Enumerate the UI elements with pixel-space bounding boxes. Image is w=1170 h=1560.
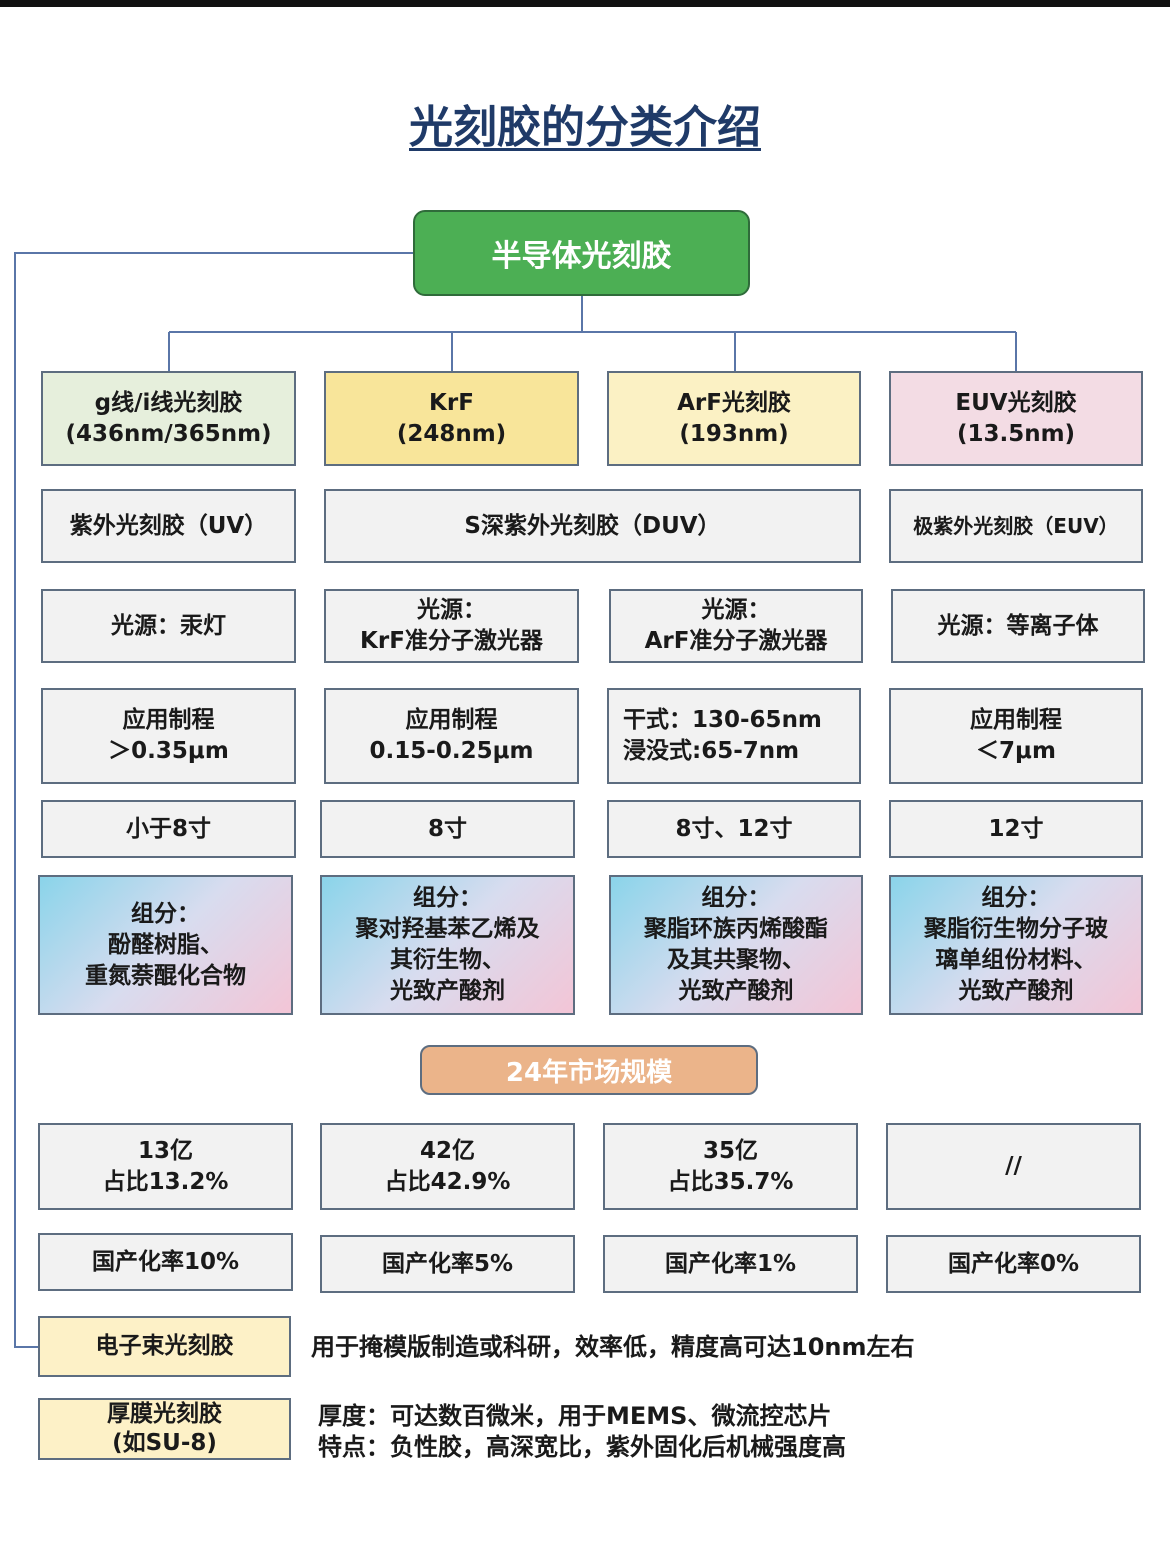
wafer-size-g-line: 小于8寸: [41, 800, 296, 858]
components-euv: 组分： 聚脂衍生物分子玻 璃单组份材料、 光致产酸剂: [889, 875, 1143, 1015]
top-bar: [0, 0, 1170, 7]
type-uv: 紫外光刻胶（UV）: [41, 489, 296, 563]
side-connector-line: [14, 252, 413, 1348]
category-wavelength: (193nm): [679, 420, 789, 447]
thick-film-description-line-2: 特点：负性胶，高深宽比，紫外固化后机械强度高: [318, 1433, 846, 1461]
type-duv: S深紫外光刻胶（DUV）: [324, 489, 861, 563]
category-name: EUV光刻胶: [955, 389, 1077, 416]
process-krf: 应用制程 0.15-0.25μm: [324, 688, 579, 784]
light-source-krf: 光源： KrF准分子激光器: [324, 589, 579, 663]
market-size-g-line: 13亿 占比13.2%: [38, 1123, 293, 1210]
localization-arf: 国产化率1%: [603, 1235, 858, 1293]
process-euv: 应用制程 ＜7μm: [889, 688, 1143, 784]
category-arf: ArF光刻胶 (193nm): [607, 371, 861, 466]
e-beam-resist: 电子束光刻胶: [38, 1316, 291, 1377]
thick-film-description-line-1: 厚度：可达数百微米，用于MEMS、微流控芯片: [318, 1402, 832, 1430]
light-source-euv: 光源：等离子体: [891, 589, 1145, 663]
localization-g-line: 国产化率10%: [38, 1233, 293, 1291]
category-wavelength: (248nm): [396, 420, 507, 447]
market-size-arf: 35亿 占比35.7%: [603, 1123, 858, 1210]
wafer-size-euv: 12寸: [889, 800, 1143, 858]
market-size-euv: //: [886, 1123, 1141, 1210]
category-g-line: g线/i线光刻胶 (436nm/365nm): [41, 371, 296, 466]
thick-film-resist: 厚膜光刻胶 (如SU-8): [38, 1398, 291, 1460]
category-name: g线/i线光刻胶: [94, 389, 243, 416]
localization-krf: 国产化率5%: [320, 1235, 575, 1293]
category-name: KrF: [429, 389, 474, 416]
light-source-g-line: 光源：汞灯: [41, 589, 296, 663]
components-g-line: 组分： 酚醛树脂、 重氮萘醌化合物: [38, 875, 293, 1015]
category-wavelength: (436nm/365nm): [65, 420, 272, 447]
wafer-size-arf: 8寸、12寸: [607, 800, 861, 858]
category-name: ArF光刻胶: [677, 389, 791, 416]
light-source-arf: 光源： ArF准分子激光器: [609, 589, 863, 663]
category-wavelength: (13.5nm): [956, 420, 1076, 447]
components-arf: 组分： 聚脂环族丙烯酸酯 及其共聚物、 光致产酸剂: [609, 875, 863, 1015]
process-g-line: 应用制程 ＞0.35μm: [41, 688, 296, 784]
process-arf: 干式：130-65nm 浸没式:65-7nm: [607, 688, 861, 784]
market-size-krf: 42亿 占比42.9%: [320, 1123, 575, 1210]
wafer-size-krf: 8寸: [320, 800, 575, 858]
localization-euv: 国产化率0%: [886, 1235, 1141, 1293]
category-krf: KrF (248nm): [324, 371, 579, 466]
components-krf: 组分： 聚对羟基苯乙烯及 其衍生物、 光致产酸剂: [320, 875, 575, 1015]
type-euv: 极紫外光刻胶（EUV）: [889, 489, 1143, 563]
e-beam-description: 用于掩模版制造或科研，效率低，精度高可达10nm左右: [311, 1333, 915, 1361]
category-euv: EUV光刻胶 (13.5nm): [889, 371, 1143, 466]
market-size-header: 24年市场规模: [420, 1045, 758, 1095]
page-title: 光刻胶的分类介绍: [409, 102, 761, 153]
root-node: 半导体光刻胶: [413, 210, 750, 296]
